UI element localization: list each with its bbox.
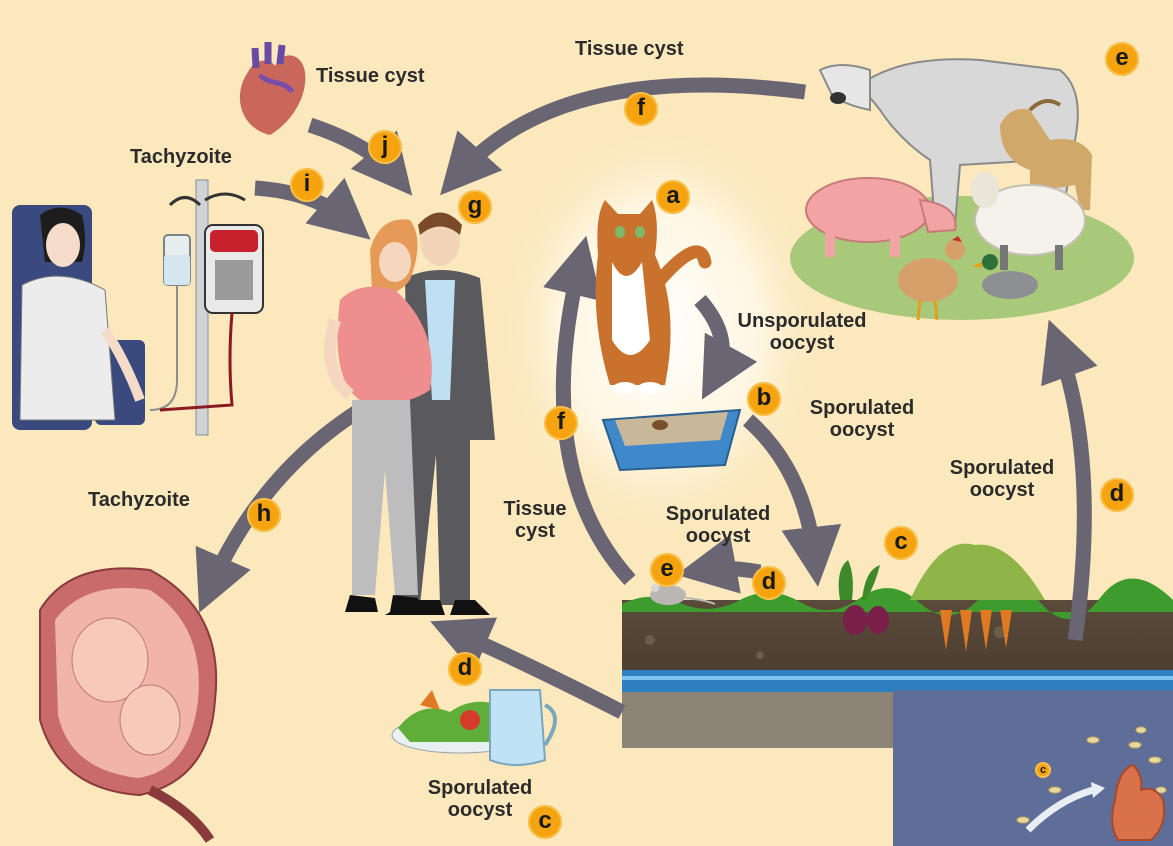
label-tissue-cyst-top: Tissue cyst (575, 38, 684, 60)
badge-c-soil: c (884, 526, 918, 560)
couple-icon (330, 213, 495, 616)
badge-e-mouse: e (650, 553, 684, 587)
badge-c-food: c (528, 805, 562, 839)
label-unsporulated-oocyst: Unsporulated oocyst (716, 310, 888, 354)
label-sporulated-oocyst-soil: Sporulated oocyst (648, 503, 788, 547)
label-tachyzoite-transfusion: Tachyzoite (130, 146, 232, 168)
badge-j: j (368, 130, 402, 164)
badge-b: b (747, 382, 781, 416)
label-tissue-cyst-mouse: Tissue cyst (490, 498, 580, 542)
litter-box-icon (603, 410, 740, 470)
patient-icon (12, 205, 145, 430)
badge-f-top: f (624, 92, 658, 126)
badge-d-mouse: d (752, 566, 786, 600)
label-tachyzoite-fetus: Tachyzoite (88, 489, 190, 511)
inset-canvas (893, 690, 1173, 846)
heart-icon (240, 42, 305, 135)
arrow-d-right (1058, 345, 1084, 640)
badge-f-center: f (544, 406, 578, 440)
water-jug-icon (490, 690, 555, 765)
badge-c-inset: c (1035, 762, 1051, 778)
badge-d-right: d (1100, 478, 1134, 512)
hand-icon (1112, 765, 1164, 840)
inset-arrow (1028, 790, 1093, 830)
label-sporulated-oocyst-right: Sporulated oocyst (945, 457, 1059, 501)
badge-a: a (656, 180, 690, 214)
badge-d-food: d (448, 652, 482, 686)
fetus-icon (40, 568, 216, 840)
inset-panel: c (893, 690, 1173, 846)
iv-bag-icon (150, 235, 190, 410)
arrow-d-mouse (703, 568, 760, 572)
badge-g: g (458, 190, 492, 224)
label-tissue-cyst-heart: Tissue cyst (316, 65, 425, 87)
badge-e-animals: e (1105, 42, 1139, 76)
badge-i: i (290, 168, 324, 202)
badge-h: h (247, 498, 281, 532)
label-sporulated-oocyst-b: Sporulated oocyst (792, 397, 932, 441)
